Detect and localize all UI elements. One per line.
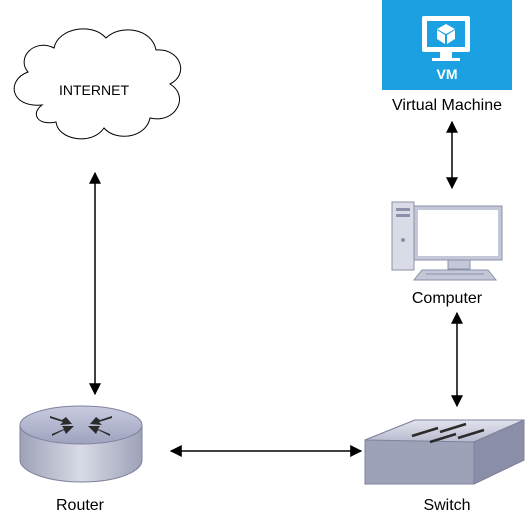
switch-label: Switch <box>423 497 471 514</box>
router-icon <box>19 405 143 483</box>
router-label: Router <box>55 497 105 514</box>
desktop-computer-icon <box>391 201 503 281</box>
internet-label: INTERNET <box>59 82 129 98</box>
virtual-machine-label: Virtual Machine <box>392 97 502 114</box>
computer-label: Computer <box>411 290 483 307</box>
internet-cloud-icon <box>13 28 182 140</box>
vm-cube-icon <box>382 0 512 90</box>
switch-icon <box>364 419 525 485</box>
vm-badge-label: VM <box>436 66 458 82</box>
